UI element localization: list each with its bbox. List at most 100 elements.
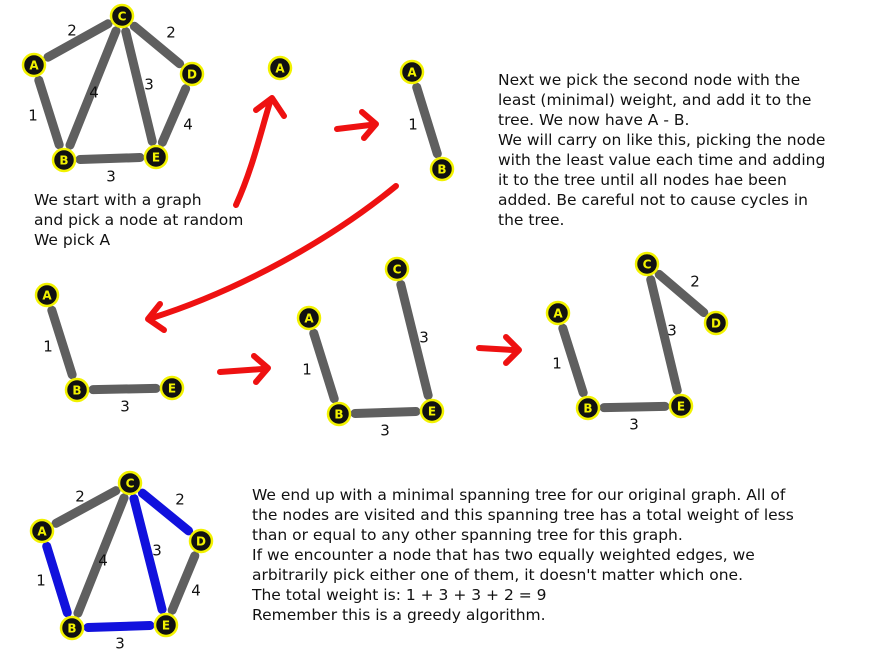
arrow-head	[503, 334, 522, 366]
node-circle	[429, 156, 455, 182]
node-circle	[59, 615, 85, 641]
node-circle	[668, 393, 694, 419]
node-circle	[64, 377, 90, 403]
arrow-shaft	[334, 122, 373, 132]
node-label: C	[126, 477, 135, 491]
node-B: B	[64, 377, 90, 403]
next-description-line: Next we pick the second node with the	[498, 71, 801, 89]
node-circle	[419, 398, 445, 424]
edge-weight-label: 3	[667, 322, 677, 340]
node-circle	[703, 310, 729, 336]
graph-step-3: 1 3 A B E	[34, 282, 185, 416]
node-label: B	[67, 622, 76, 636]
arrow-step-1-to-step-2	[334, 109, 379, 141]
edge-weight-label: 1	[43, 338, 53, 356]
end-description-line: If we encounter a node that has two equa…	[252, 546, 755, 564]
edge-weight-label: 2	[75, 488, 85, 506]
edge-weight-label: 1	[408, 116, 418, 134]
arrow-step-4-to-step-5	[476, 334, 522, 366]
edge-B-E	[350, 407, 421, 418]
edge-C-B	[65, 26, 121, 150]
node-label: A	[553, 307, 563, 321]
node-circle	[575, 395, 601, 421]
node-D: D	[179, 61, 205, 87]
node-label: E	[162, 619, 170, 633]
edge-weight-label: 3	[144, 76, 154, 94]
next-description-line: with the least value each time and addin…	[498, 151, 826, 169]
node-circle	[21, 52, 47, 78]
node-E: E	[153, 612, 179, 638]
arrow-step-3-to-step-4	[217, 353, 271, 385]
node-B: B	[575, 395, 601, 421]
node-label: C	[393, 263, 402, 277]
edge-B-E	[75, 153, 145, 164]
node-circle	[51, 147, 77, 173]
start-description-line: We pick A	[34, 231, 111, 249]
node-A: A	[34, 282, 60, 308]
node-circle	[326, 401, 352, 427]
edge-A-B	[47, 305, 77, 380]
node-C: C	[109, 3, 135, 29]
node-label: D	[187, 68, 197, 82]
edge-E-C	[396, 280, 433, 400]
arrow-head	[251, 353, 271, 385]
node-B: B	[429, 156, 455, 182]
node-label: B	[437, 163, 446, 177]
edge-weight-label: 4	[183, 116, 193, 134]
edge-C-A	[51, 486, 121, 528]
edge-A-B	[42, 541, 72, 618]
next-description-line: added. Be careful not to cause cycles in	[498, 191, 808, 209]
edge-weight-label: 3	[419, 329, 429, 347]
edge-weight-label: 4	[89, 84, 99, 102]
node-label: E	[428, 405, 436, 419]
edge-D-E	[157, 84, 191, 147]
edge-C-B	[73, 493, 129, 618]
end-description-line: than or equal to any other spanning tree…	[252, 526, 683, 544]
edge-A-B	[309, 328, 339, 404]
node-label: D	[711, 317, 721, 331]
edge-A-B	[558, 323, 588, 398]
node-label: E	[677, 400, 685, 414]
arrows-layer	[145, 95, 522, 385]
edge-weight-label: 4	[191, 582, 201, 600]
node-label: C	[118, 10, 127, 24]
node-E: E	[159, 375, 185, 401]
edge-D-E	[167, 551, 200, 615]
edge-weight-label: 2	[166, 24, 176, 42]
edge-weight-label: 1	[552, 355, 562, 373]
node-circle	[109, 3, 135, 29]
edge-C-A	[43, 19, 113, 62]
edge-weight-label: 2	[67, 22, 77, 40]
edge-weight-label: 3	[380, 422, 390, 440]
end-description: We end up with a minimal spanning tree f…	[252, 485, 794, 625]
next-description: Next we pick the second node with the le…	[498, 70, 825, 230]
node-label: D	[196, 535, 206, 549]
arrow-shaft	[149, 183, 399, 321]
edge-weight-label: 2	[175, 491, 185, 509]
end-description-line: We end up with a minimal spanning tree f…	[252, 486, 786, 504]
end-description-line: The total weight is: 1 + 3 + 3 + 2 = 9	[252, 586, 547, 604]
node-label: C	[643, 258, 652, 272]
edge-B-E	[599, 401, 670, 413]
arrow-start-to-step-1	[233, 95, 287, 208]
node-B: B	[326, 401, 352, 427]
node-label: E	[152, 151, 160, 165]
node-circle	[159, 375, 185, 401]
edge-C-D	[129, 21, 185, 69]
edge-A-B	[412, 82, 442, 159]
edge-weight-label: 3	[120, 398, 130, 416]
edge-A-B	[34, 75, 64, 150]
arrow-shaft	[476, 345, 516, 353]
node-label: A	[37, 525, 47, 539]
node-label: E	[168, 382, 176, 396]
start-description-line: We start with a graph	[34, 191, 202, 209]
node-label: A	[304, 312, 314, 326]
node-label: B	[334, 408, 343, 422]
node-label: A	[42, 289, 52, 303]
next-description-line: We will carry on like this, picking the …	[498, 131, 826, 149]
end-description-line: the nodes are visited and this spanning …	[252, 506, 794, 524]
node-circle	[179, 61, 205, 87]
edge-weight-label: 1	[28, 107, 38, 125]
